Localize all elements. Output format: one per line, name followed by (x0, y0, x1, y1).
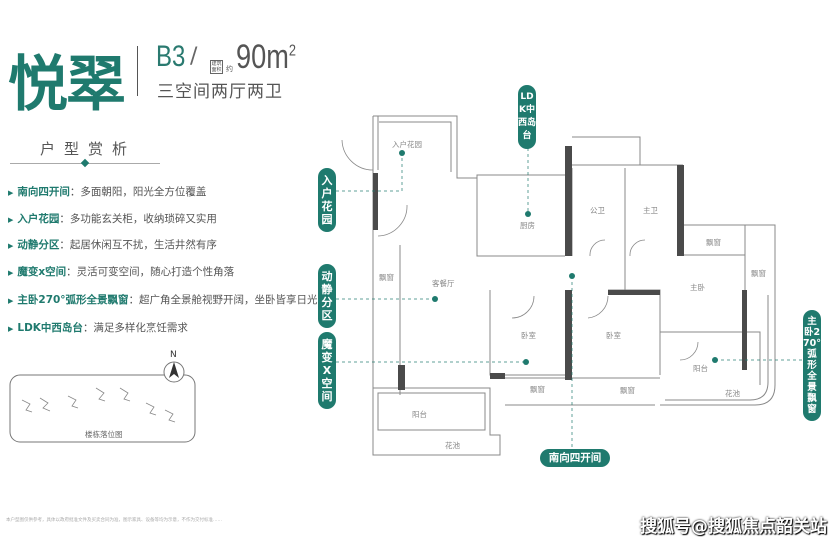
disclaimer: 本户型图仅供参考，具体以政府批准文件及买卖合同为准，图示家具、设备等均为示意，不… (6, 518, 222, 523)
room-bay-window: 飘窗 (706, 237, 721, 247)
feature-title: 主卧270°弧形全景飘窗 (17, 294, 129, 306)
triangle-bullet-icon: ▶ (8, 297, 14, 305)
room-kitchen: 厨房 (520, 220, 535, 230)
project-name: 悦翠 (8, 50, 126, 120)
feature-item: ▶入户花园：多功能玄关柜，收纳琐碎又实用 (8, 211, 217, 226)
callout-dots (399, 150, 718, 365)
feature-title: 南向四开间 (17, 186, 70, 198)
callout-master-bay-window: 主卧270°弧形全景飘窗 (803, 310, 821, 421)
section-title: 户型赏析 (40, 140, 137, 158)
unit-area: 90m2 (236, 38, 296, 77)
watermark: 搜狐号@搜狐焦点韶关站 (640, 517, 827, 537)
callout-south-four-bays: 南向四开间 (540, 449, 610, 467)
room-bay-window: 飘窗 (751, 268, 766, 278)
triangle-bullet-icon: ▶ (8, 325, 14, 333)
north-label: N (170, 350, 177, 360)
area-type-box: 建筑面积 (210, 60, 223, 74)
room-bay-window: 飘窗 (530, 384, 545, 394)
feature-title: 魔变x空间 (17, 266, 67, 278)
area-sup: 2 (288, 42, 297, 60)
feature-desc: ：灵活可变空间，随心打造个性角落 (66, 266, 235, 278)
room-bedroom: 卧室 (521, 330, 536, 340)
unit-layout: 三空间两厅两卫 (157, 82, 283, 102)
site-map (9, 361, 196, 443)
door-arcs (341, 139, 699, 361)
leader-lines (336, 148, 803, 450)
feature-item: ▶LDK中西岛台：满足多样化烹饪需求 (8, 320, 188, 335)
room-planter: 花池 (445, 440, 460, 450)
unit-code: B3 (156, 40, 186, 73)
area-value: 90m (236, 38, 289, 76)
room-labels: 入户花园 厨房 公卫 主卫 飘窗 飘窗 主卧 客餐厅 飘窗 卧室 卧室 飘窗 飘… (379, 139, 766, 450)
feature-desc: ：多面朝阳，阳光全方位覆盖 (69, 186, 207, 198)
divider (137, 46, 138, 96)
callout-zoning: 动静分区 (318, 264, 336, 328)
feature-item: ▶魔变x空间：灵活可变空间，随心打造个性角落 (8, 264, 234, 279)
feature-desc: ：多功能玄关柜，收纳琐碎又实用 (59, 213, 217, 225)
room-master-bedroom: 主卧 (690, 282, 705, 292)
callout-entry-garden: 入户花园 (318, 168, 336, 232)
feature-title: LDK中西岛台 (17, 322, 83, 334)
feature-title: 入户花园 (17, 213, 60, 225)
room-balcony: 阳台 (412, 409, 427, 419)
room-balcony: 阳台 (693, 363, 708, 373)
callout-magic-space: 魔变X空间 (318, 332, 336, 409)
approx-label: 约 (226, 65, 233, 73)
feature-desc: ：超广角全景舱视野开阔，坐卧皆享日光 (128, 294, 318, 306)
feature-title: 动静分区 (17, 239, 60, 251)
structural-walls (373, 146, 747, 390)
triangle-bullet-icon: ▶ (8, 269, 14, 277)
feature-desc: ：起居休闲互不扰，生活井然有序 (59, 239, 217, 251)
triangle-bullet-icon: ▶ (8, 216, 14, 224)
slash: / (190, 44, 198, 69)
room-bay-window: 飘窗 (379, 272, 394, 282)
room-entry-garden: 入户花园 (392, 139, 422, 149)
feature-desc: ：满足多样化烹饪需求 (82, 322, 188, 334)
north-arrow-icon (169, 362, 179, 378)
room-planter: 花池 (725, 388, 740, 398)
callout-ldk: LDK中西岛台 (518, 85, 536, 149)
feature-item: ▶南向四开间：多面朝阳，阳光全方位覆盖 (8, 184, 206, 199)
room-master-bath: 主卫 (643, 205, 658, 215)
building-icons (21, 387, 176, 423)
feature-item: ▶动静分区：起居休闲互不扰，生活井然有序 (8, 237, 217, 252)
room-public-bath: 公卫 (590, 206, 605, 215)
room-bedroom: 卧室 (606, 330, 621, 340)
triangle-bullet-icon: ▶ (8, 242, 14, 250)
room-bay-window: 飘窗 (620, 385, 635, 395)
site-map-label: 楼栋落位图 (85, 429, 123, 439)
triangle-bullet-icon: ▶ (8, 189, 14, 197)
feature-item: ▶主卧270°弧形全景飘窗：超广角全景舱视野开阔，坐卧皆享日光 (8, 292, 318, 307)
room-living-dining: 客餐厅 (432, 278, 455, 288)
